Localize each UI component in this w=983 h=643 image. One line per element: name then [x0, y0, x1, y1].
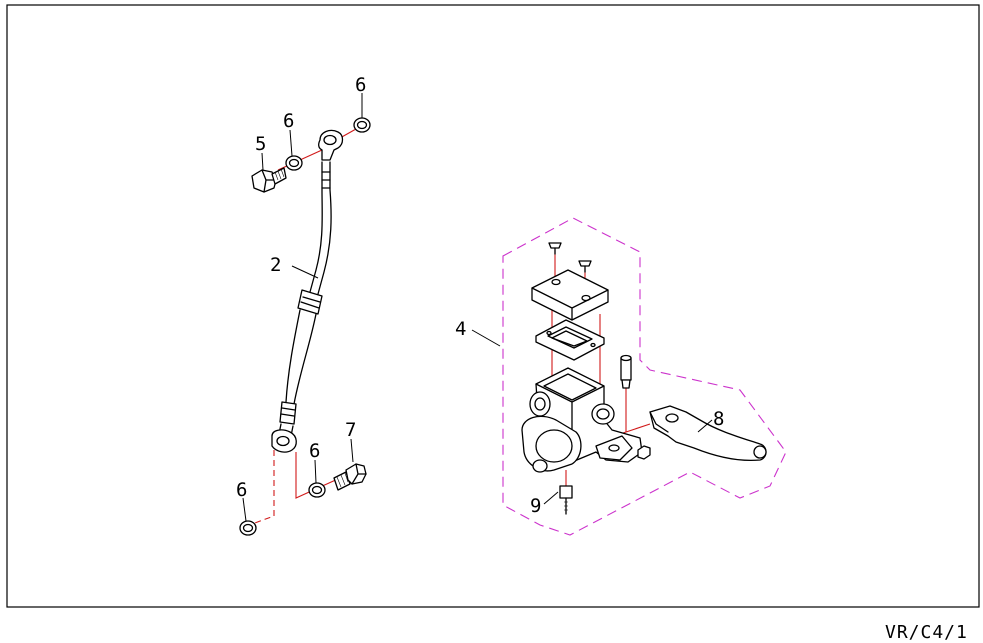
banjo-bolt-upper — [251, 167, 287, 193]
drawing-frame — [6, 4, 980, 608]
callout-washer-lower-outer: 6 — [236, 479, 247, 501]
cap-screw-right — [578, 260, 592, 273]
banjo-fitting-upper — [318, 129, 344, 161]
leader-line — [471, 329, 501, 347]
washer-upper-outer — [353, 117, 371, 133]
callout-washer-upper-outer: 6 — [355, 74, 366, 96]
washer-lower-outer — [239, 520, 257, 536]
assembly-group-outline — [502, 217, 787, 536]
brake-switch — [620, 354, 632, 389]
callout-pivot-bolt: 9 — [530, 495, 541, 517]
leader-line — [261, 152, 264, 171]
brake-hose-group — [239, 93, 371, 536]
brake-lever — [649, 405, 767, 462]
leader-line — [242, 497, 247, 522]
cap-screw-left — [548, 242, 562, 255]
leader-line — [289, 129, 293, 157]
pivot-nut — [637, 445, 651, 460]
callout-master-cylinder-assembly: 4 — [455, 318, 466, 340]
callout-washer-upper-inner: 6 — [283, 110, 294, 132]
reservoir-cap — [531, 269, 609, 321]
leader-line — [543, 491, 559, 505]
washer-lower-inner — [308, 482, 326, 498]
master-cylinder-group — [471, 217, 787, 536]
pivot-bolt — [559, 485, 573, 515]
callout-brake-lever: 8 — [713, 408, 724, 430]
callout-banjo-bolt-lower: 7 — [345, 419, 356, 441]
assembly-line — [295, 452, 341, 499]
page-code: VR/C4/1 — [885, 622, 968, 643]
leader-line — [314, 459, 317, 484]
brake-hose — [278, 161, 332, 437]
master-cylinder-body — [521, 367, 643, 473]
callout-banjo-bolt-upper: 5 — [255, 133, 266, 155]
leader-line — [350, 438, 354, 463]
assembly-line — [251, 450, 275, 525]
banjo-bolt-lower — [333, 463, 367, 491]
reservoir-diaphragm — [535, 319, 605, 361]
callout-washer-lower-inner: 6 — [309, 440, 320, 462]
washer-upper-inner — [285, 155, 303, 171]
leader-line — [291, 265, 319, 279]
banjo-fitting-lower — [271, 429, 297, 453]
callout-brake-hose: 2 — [270, 254, 281, 276]
leader-line — [697, 419, 713, 433]
